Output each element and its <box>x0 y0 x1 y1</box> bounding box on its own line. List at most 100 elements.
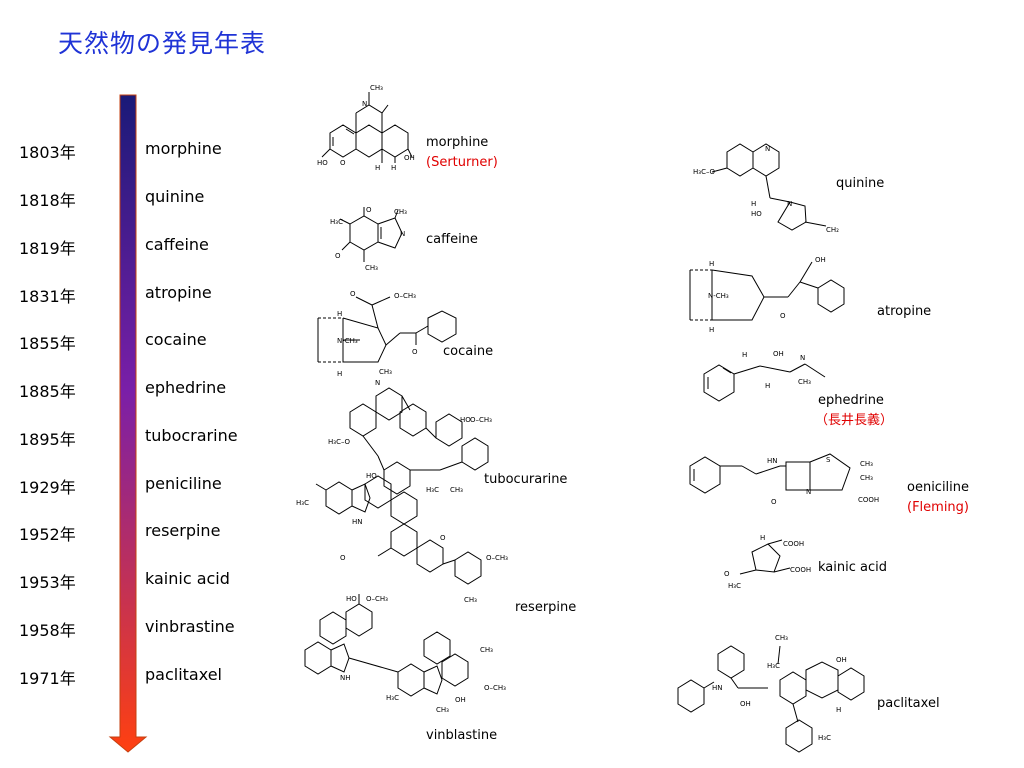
caffeine-o2-label: O <box>335 252 341 260</box>
paclitaxel-ch3-label: CH₃ <box>775 634 788 642</box>
kainic-o-label: O <box>724 570 730 578</box>
slide-title: 天然物の発見年表 <box>58 29 267 58</box>
paclitaxel-name-label: paclitaxel <box>877 696 940 711</box>
morphine-n-label: N <box>362 100 367 108</box>
quinine-h3co-label: H₃C–O <box>693 168 715 176</box>
morphine-discoverer-label: (Serturner) <box>426 155 498 170</box>
reserpine-h3c-label: H₃C <box>296 499 309 507</box>
vinblastine-ch3b-label: CH₃ <box>480 646 493 654</box>
tubocurarine-ho-label: HO <box>460 416 471 424</box>
morphine-h-label: H <box>375 164 380 172</box>
kainic-cooh-label: COOH <box>783 540 804 548</box>
timeline-compound: peniciline <box>145 474 222 493</box>
vinblastine-ch3-label: CH₃ <box>436 706 449 714</box>
ephedrine-name-label: ephedrine <box>818 393 884 408</box>
timeline-year: 1818年 <box>19 191 76 210</box>
caffeine-ch3b-label: CH₃ <box>365 264 378 272</box>
reserpine-o-label: O <box>340 554 346 562</box>
kainic-acid-name-label: kainic acid <box>818 560 887 575</box>
timeline-arrow-shape <box>108 94 148 753</box>
timeline-year: 1855年 <box>19 334 76 353</box>
timeline-compound: caffeine <box>145 235 209 254</box>
penicillin-hn-label: HN <box>767 457 778 465</box>
caffeine-n-label: N <box>400 230 405 238</box>
reserpine-och3-label: O–CH₃ <box>486 554 508 562</box>
quinine-ho-label: HO <box>751 210 762 218</box>
timeline-compound: cocaine <box>145 330 207 349</box>
penicillin-o-label: O <box>771 498 777 506</box>
tubocurarine-n-label: N <box>375 379 380 387</box>
reserpine-ch3-label: CH₃ <box>464 596 477 604</box>
kainic-cooh2-label: COOH <box>790 566 811 574</box>
timeline-year: 1819年 <box>19 239 76 258</box>
morphine-structure <box>321 92 413 163</box>
quinine-ch2-label: CH₂ <box>826 226 839 234</box>
atropine-oh-label: OH <box>815 256 826 264</box>
tubocurarine-h3co-label: H₃C–O <box>328 438 350 446</box>
tubocurarine-ho2-label: HO <box>366 472 377 480</box>
vinblastine-nh-label: NH <box>340 674 351 682</box>
ephedrine-n-label: N <box>800 354 805 362</box>
caffeine-structure <box>339 207 403 262</box>
paclitaxel-h-label: H <box>836 706 841 714</box>
atropine-h2-label: H <box>709 326 714 334</box>
reserpine-o2-label: O <box>440 534 446 542</box>
vinblastine-h3c-label: H₃C <box>386 694 399 702</box>
kainic-h3c-label: H₃C <box>728 582 741 590</box>
tubocurarine-name-label: tubocurarine <box>484 472 568 487</box>
caffeine-ch3-label: CH₃ <box>394 208 407 216</box>
atropine-o-label: O <box>780 312 786 320</box>
ephedrine-structure <box>703 363 826 402</box>
penicillin-s-label: S <box>826 456 831 464</box>
caffeine-o-label: O <box>366 206 372 214</box>
timeline-year: 1958年 <box>19 621 76 640</box>
caffeine-h3c-label: H₃C <box>330 218 343 226</box>
cocaine-name-label: cocaine <box>443 344 494 359</box>
vinblastine-oh-label: OH <box>455 696 466 704</box>
vinblastine-och3-label: O–CH₃ <box>366 595 388 603</box>
cocaine-o2-label: O <box>412 348 418 356</box>
timeline-compound: reserpine <box>145 521 221 540</box>
timeline-year: 1929年 <box>19 478 76 497</box>
tubocurarine-h3c-label: H₃C <box>426 486 439 494</box>
reserpine-structure <box>315 475 482 585</box>
atropine-nch3-label: N-CH₃ <box>708 292 729 300</box>
ephedrine-oh-label: OH <box>773 350 784 358</box>
quinine-n-label: N <box>765 145 770 153</box>
timeline-compound: morphine <box>145 139 222 158</box>
paclitaxel-structure <box>677 645 865 753</box>
paclitaxel-h3c2-label: H₃C <box>818 734 831 742</box>
tubocurarine-structure <box>349 387 489 495</box>
reserpine-hn-label: HN <box>352 518 363 526</box>
quinine-structure <box>711 143 827 231</box>
timeline-compound: quinine <box>145 187 205 206</box>
cocaine-nch3-label: N-CH₃ <box>337 337 358 345</box>
quinine-h-label: H <box>751 200 756 208</box>
ephedrine-discoverer-label: （長井長義） <box>815 413 894 428</box>
kainic-acid-structure <box>739 539 791 575</box>
vinblastine-name-label: vinblastine <box>426 728 498 743</box>
kainic-h-label: H <box>760 534 765 542</box>
timeline-compound: paclitaxel <box>145 665 222 684</box>
atropine-name-label: atropine <box>877 304 932 319</box>
morphine-ho-label: HO <box>317 159 328 167</box>
penicillin-n-label: N <box>806 488 811 496</box>
timeline-year: 1831年 <box>19 287 76 306</box>
vinblastine-structure <box>304 594 469 697</box>
timeline-year: 1803年 <box>19 143 76 162</box>
timeline-compound: tubocrarine <box>145 426 238 445</box>
penicillin-name-label: oeniciline <box>907 480 970 495</box>
penicillin-discoverer-label: (Fleming) <box>907 500 969 515</box>
penicillin-structure <box>689 453 851 494</box>
vinblastine-och3b-label: O–CH₃ <box>484 684 506 692</box>
timeline-year: 1953年 <box>19 573 76 592</box>
reserpine-name-label: reserpine <box>515 600 577 615</box>
morphine-ch3-label: CH₃ <box>370 84 383 92</box>
morphine-oh-label: OH <box>404 154 415 162</box>
cocaine-och3-label: O–CH₃ <box>394 292 416 300</box>
penicillin-ch3b-label: CH₃ <box>860 474 873 482</box>
paclitaxel-hn-label: HN <box>712 684 723 692</box>
